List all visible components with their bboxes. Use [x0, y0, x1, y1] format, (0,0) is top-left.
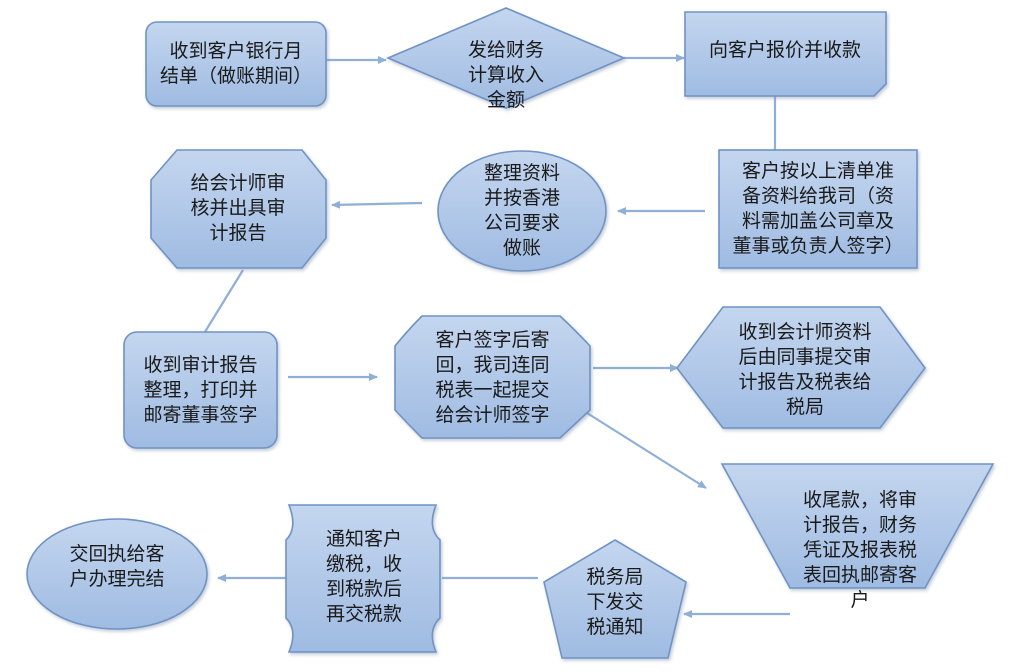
- node-n13-shape: [26, 518, 208, 630]
- node-n8-shape: [394, 315, 591, 439]
- node-n1-shape: [145, 21, 327, 107]
- edge-n8-n10: [586, 412, 707, 489]
- node-n4-shape: [718, 149, 918, 269]
- node-n2-shape: [385, 7, 627, 109]
- node-n10-shape: [720, 463, 995, 589]
- node-n5-shape: [437, 150, 607, 272]
- node-n9-shape: [675, 306, 926, 429]
- edge-n5-n6: [331, 200, 423, 209]
- node-n12-shape: [285, 504, 441, 653]
- node-n7-shape: [123, 331, 278, 449]
- edge-n6-n7: [199, 269, 244, 341]
- node-n11-shape: [543, 539, 687, 659]
- node-n3-shape: [684, 11, 887, 97]
- node-n6-shape: [150, 149, 327, 269]
